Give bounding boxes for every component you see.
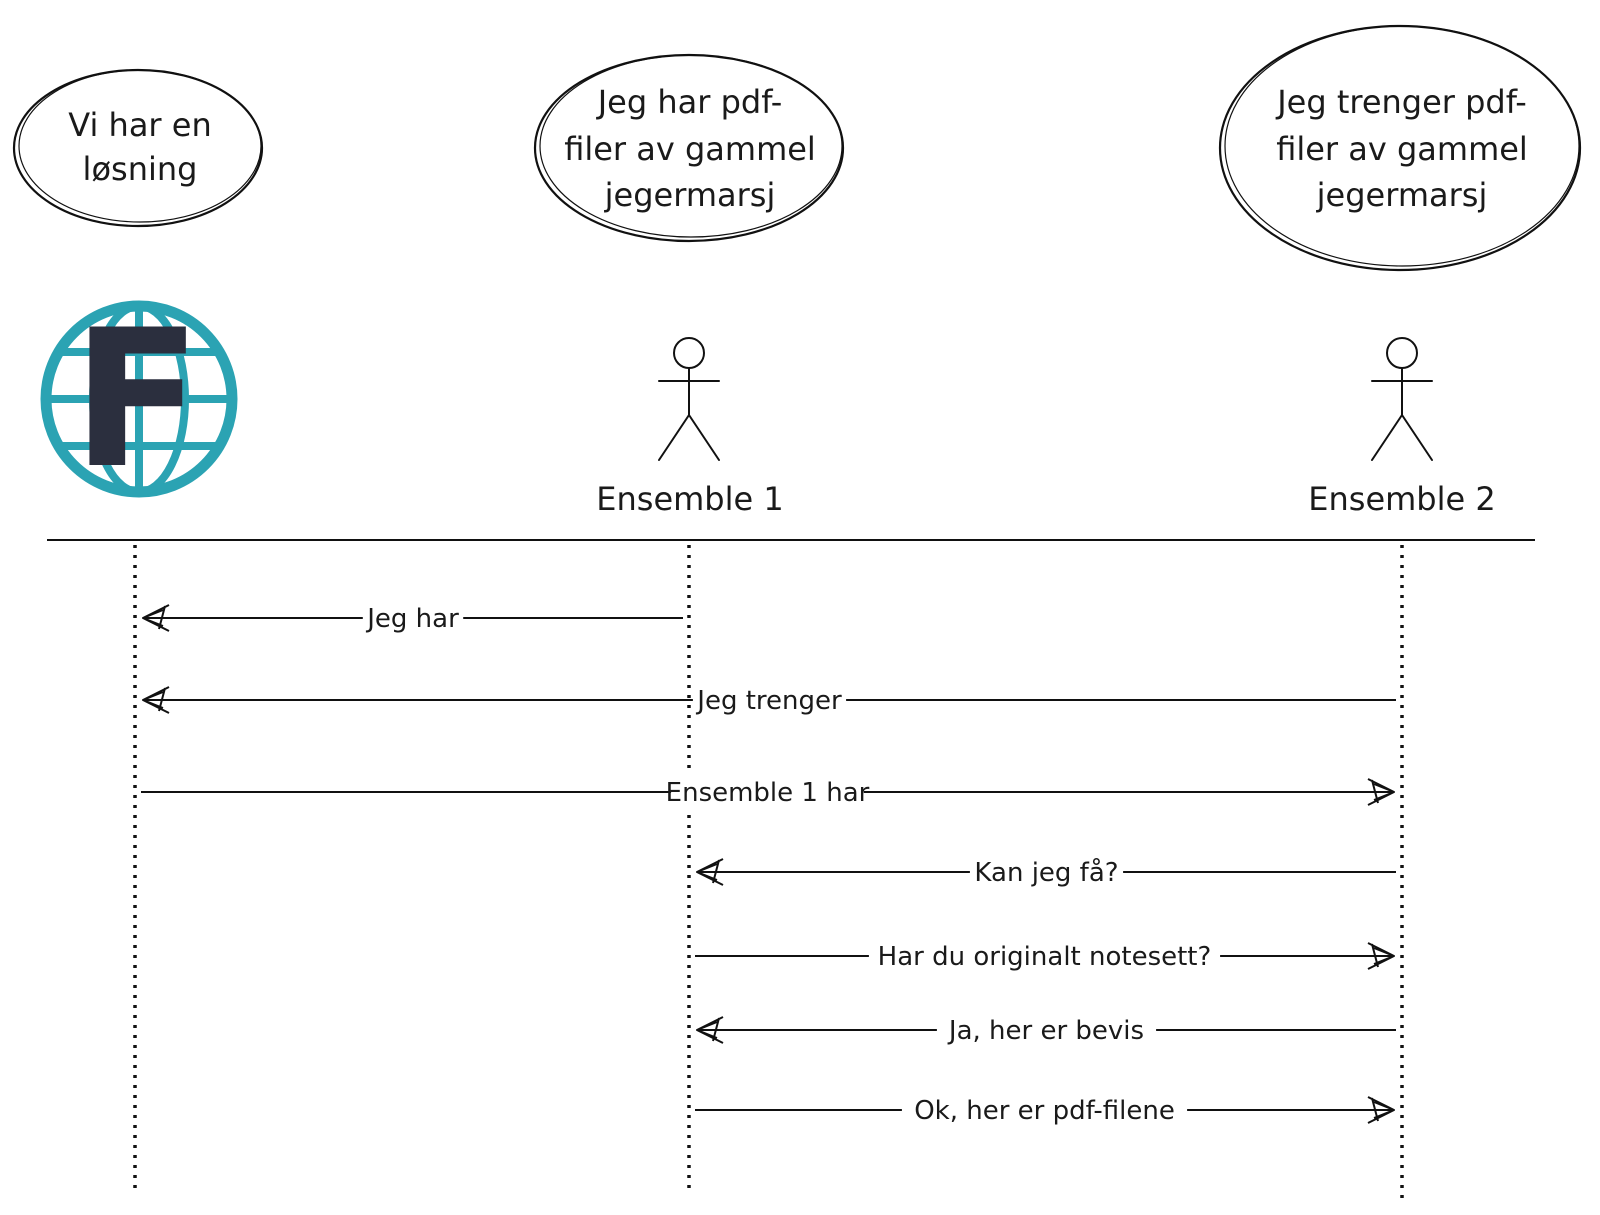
message-arrow: Ensemble 1 har [141,774,1395,808]
bubble-ensemble2-line-1: Jeg trenger pdf- [1275,83,1527,121]
message-label: Jeg trenger [695,686,842,716]
bubble-ensemble1: Jeg har pdf- filer av gammel jegermarsj [533,53,845,243]
bubble-ensemble2: Jeg trenger pdf- filer av gammel jegerma… [1218,24,1582,272]
message-label: Ok, her er pdf-filene [914,1096,1175,1126]
message-arrow: Ok, her er pdf-filene [695,1092,1395,1126]
message-arrow: Jeg har [142,600,683,634]
message-label-bg [671,774,864,808]
message-arrow: Har du originalt notesett? [695,938,1395,972]
stick-figure-icon [658,337,720,461]
message-arrow: Kan jeg få? [696,854,1396,888]
message-label: Kan jeg få? [974,857,1118,888]
bubble-ensemble1-line-1: Jeg har pdf- [596,83,783,121]
stick-figure-icon [1371,337,1433,461]
globe-icon [40,300,238,498]
arrowhead-icon [696,858,724,886]
arrowhead-icon [1367,778,1395,806]
lifelines [133,545,1404,1200]
arrowhead-icon [1367,1096,1395,1124]
arrowhead-icon [696,1016,724,1044]
message-arrow: Ja, her er bevis [696,1012,1396,1046]
message-arrow: Jeg trenger [142,682,1396,716]
actor-name-ensemble1: Ensemble 1 [596,480,783,518]
bubble-platform-line-1: Vi har en [68,106,211,144]
bubble-platform-line-2: løsning [83,150,198,188]
bubble-ensemble2-line-2: filer av gammel [1276,130,1528,168]
actor-name-ensemble2: Ensemble 2 [1308,480,1495,518]
message-label-bg [868,938,1221,972]
bubble-platform: Vi har en løsning [12,68,264,228]
message-label: Ensemble 1 har [666,778,870,808]
arrowhead-icon [142,686,170,714]
bubble-ensemble2-line-3: jegermarsj [1316,176,1488,214]
message-label-bg [969,854,1124,888]
message-label: Ja, her er bevis [947,1016,1144,1046]
message-label-bg [692,682,847,716]
message-label: Har du originalt notesett? [878,942,1212,972]
message-label-bg [936,1012,1157,1046]
logo-letter: F [72,289,202,510]
bubble-ensemble1-line-2: filer av gammel [564,130,816,168]
message-label-bg [362,600,464,634]
message-label-bg [901,1092,1188,1126]
bubble-ensemble1-line-3: jegermarsj [604,176,776,214]
arrowhead-icon [1367,942,1395,970]
arrowhead-icon [142,604,170,632]
message-label: Jeg har [365,604,459,634]
